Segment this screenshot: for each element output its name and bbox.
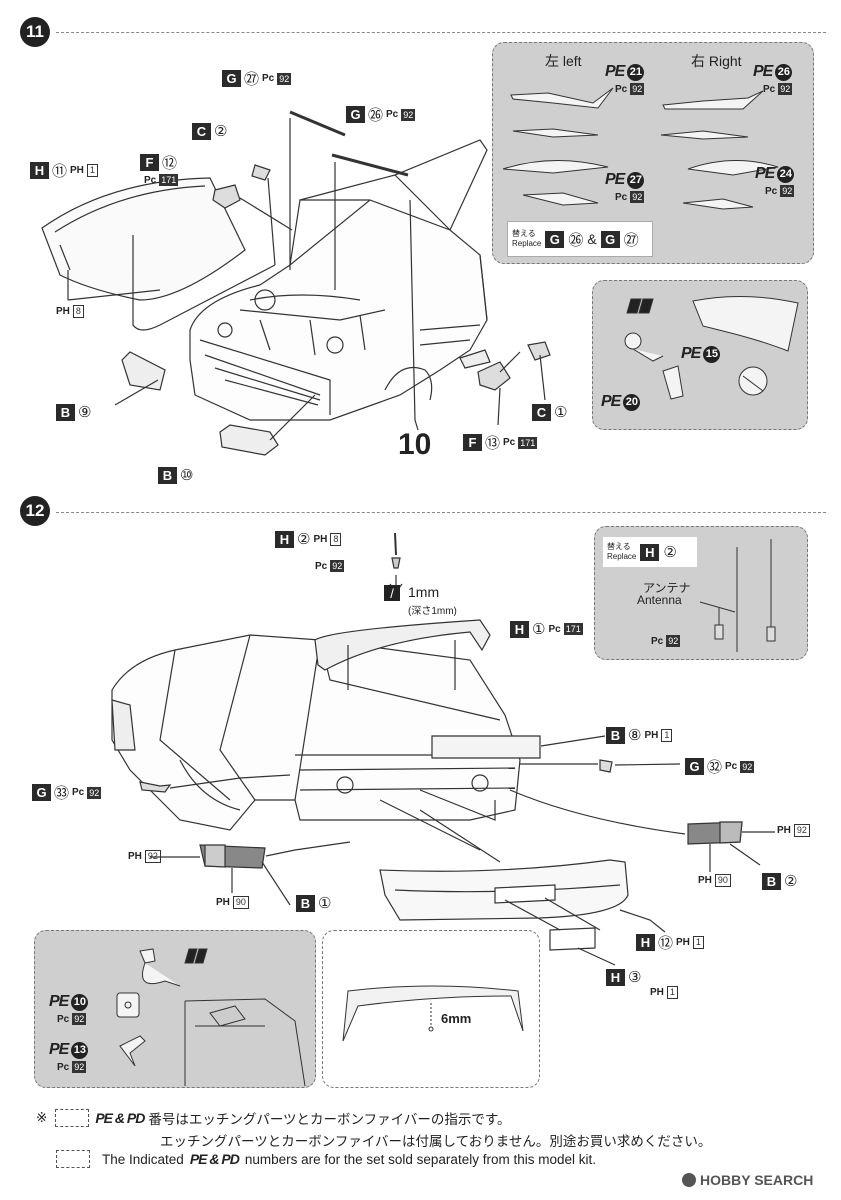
mirror-f13 (477, 361, 511, 391)
step-12-badge: 12 (20, 496, 50, 526)
step-12-divider (56, 512, 826, 513)
note-line-2: エッチングパーツとカーボンファイバーは付属しておりません。別途お買い求めください… (160, 1134, 712, 1149)
hinge-drawings (624, 295, 799, 400)
mirror-c1 (527, 341, 551, 361)
plate-pe-drawings (116, 948, 306, 1087)
step-11-badge: 11 (20, 17, 50, 47)
logo-icon (682, 1173, 696, 1187)
watermark: HOBBY SEARCH (682, 1172, 813, 1188)
step-10-ref: 10 (398, 428, 432, 461)
note-line-3: The Indicated PE & PD numbers are for th… (56, 1150, 596, 1168)
right-label: 右 Right (691, 53, 742, 69)
mirror-c2 (251, 164, 271, 181)
plate-b8 (431, 735, 541, 759)
drill-icon: / (384, 585, 400, 601)
wiper-g26 (331, 153, 409, 177)
part-g32 (599, 759, 613, 773)
step-12-diagram (111, 532, 775, 966)
plate-h3 (549, 927, 596, 951)
step-11-diagram (41, 110, 551, 456)
step-11-divider (56, 32, 826, 33)
left-label: 左 left (545, 53, 582, 69)
wing-dimension: 6mm (441, 1011, 472, 1026)
bonnet-part (41, 177, 246, 301)
drill-size: 1mm (408, 584, 440, 600)
wiper-pe-drawings (502, 87, 779, 210)
antenna-jp: アンテナ (643, 581, 691, 595)
antenna-h2 (394, 532, 397, 556)
antenna-en: Antenna (637, 593, 682, 607)
note-line-1: ※ PE & PD 番号はエッチングパーツとカーボンファイバーの指示です。 (36, 1109, 511, 1127)
light-b9 (121, 351, 166, 391)
drill-depth: (深さ1mm) (408, 606, 457, 617)
wing-measure-panel: 6mm (322, 930, 540, 1088)
wiper-g27 (289, 110, 346, 137)
light-b10 (219, 424, 279, 456)
part-g33 (139, 781, 172, 793)
mirror-f12 (212, 184, 241, 209)
car-body-front (189, 199, 488, 421)
wing-drawing (342, 985, 524, 1042)
rear-spoiler-h1 (314, 619, 491, 671)
antenna-drawings (699, 539, 776, 652)
